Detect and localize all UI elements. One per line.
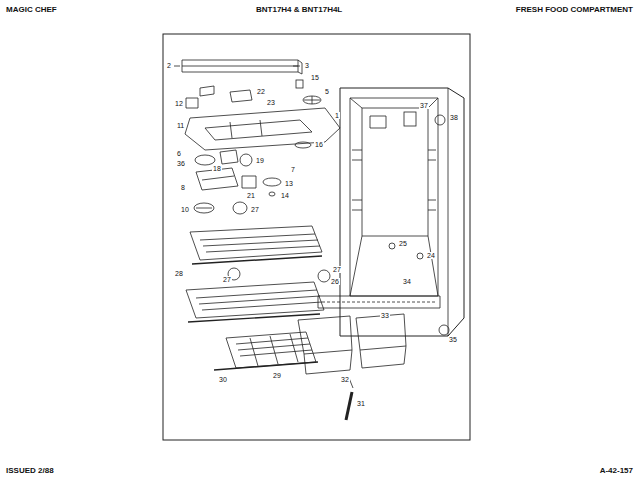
- knob-part: [263, 178, 281, 186]
- crisper-drawer: [298, 316, 352, 354]
- callout-number: 24: [426, 252, 436, 259]
- callout-number: 34: [402, 278, 412, 285]
- callout-number: 36: [176, 160, 186, 167]
- wire-shelf: [186, 282, 324, 318]
- dial-detail: [196, 208, 212, 209]
- callout-number: 16: [314, 141, 324, 148]
- callout-number: 27: [222, 276, 232, 283]
- front-rail: [318, 296, 440, 308]
- callout-number: 1: [334, 112, 340, 119]
- callout-number: 35: [448, 336, 458, 343]
- shelf-rail: [188, 314, 320, 322]
- trim-bar: [182, 60, 298, 72]
- callout-number: 13: [284, 180, 294, 187]
- rail-grille: [322, 302, 436, 303]
- callout-number: 15: [310, 74, 320, 81]
- shelf-rail: [192, 256, 322, 264]
- callout-number: 18: [212, 165, 222, 172]
- header-text: MAGIC CHEF: [5, 6, 58, 14]
- callout-number: 38: [449, 114, 459, 121]
- socket-part: [195, 155, 215, 165]
- drain-tube: [346, 392, 352, 420]
- shelf-ridges: [352, 150, 436, 210]
- callout-number: 31: [356, 400, 366, 407]
- leader-line: [174, 66, 180, 67]
- frame-border: [163, 34, 470, 440]
- callout-number: 8: [180, 184, 186, 191]
- callout-number: 37: [419, 102, 429, 109]
- callout-number: 11: [176, 122, 185, 129]
- bracket-part: [230, 90, 252, 102]
- plug-part: [417, 253, 423, 259]
- callout-number: 23: [266, 99, 276, 106]
- trim-bar-edge: [182, 66, 298, 67]
- knob-detail: [304, 96, 320, 104]
- cap-part: [233, 202, 247, 214]
- cover-rail: [214, 362, 318, 370]
- callout-number: 12: [174, 100, 184, 107]
- wire-shelf: [190, 226, 322, 260]
- crisper-drawer: [356, 314, 406, 350]
- callout-number: 30: [218, 376, 228, 383]
- spacer-part: [295, 142, 311, 148]
- crisper-front: [304, 350, 352, 374]
- housing-ribs: [230, 120, 262, 138]
- dial-part: [194, 203, 214, 213]
- trim-bar-end: [298, 60, 302, 74]
- cabinet-edge: [448, 88, 449, 336]
- light-shield: [370, 116, 386, 128]
- callout-number: 26: [330, 278, 340, 285]
- crisper-front: [360, 346, 406, 368]
- header-text: BNT17H4 & BNT17H4L: [255, 6, 343, 14]
- lamp-bulb: [240, 154, 252, 166]
- cover-grid: [236, 334, 312, 366]
- bracket-part: [186, 98, 198, 108]
- callout-number: 3: [304, 62, 310, 69]
- header-text: ISSUED 2/88: [5, 467, 55, 475]
- leader-line: [293, 66, 300, 67]
- callout-number: 19: [255, 157, 265, 164]
- callout-number: 5: [324, 88, 330, 95]
- callout-number: 10: [180, 206, 190, 213]
- hinge-part: [435, 115, 445, 125]
- relay-part: [242, 176, 256, 188]
- callout-number: 22: [256, 88, 266, 95]
- callout-number: 29: [272, 372, 282, 379]
- cabinet-corners: [350, 98, 438, 296]
- header-text: FRESH FOOD COMPARTMENT: [515, 6, 634, 14]
- plate-part: [404, 112, 416, 126]
- callout-number: 6: [176, 150, 182, 157]
- callout-number: 27: [332, 266, 342, 273]
- clip-part: [296, 80, 303, 88]
- leveler-part: [439, 325, 449, 335]
- callout-number: 14: [280, 192, 290, 199]
- callout-number: 7: [290, 166, 296, 173]
- callout-number: 33: [380, 312, 390, 319]
- callout-number: 27: [250, 206, 260, 213]
- housing-recess: [205, 120, 312, 140]
- callout-number: 32: [340, 376, 350, 383]
- shelf-wires: [196, 290, 322, 310]
- switch-part: [220, 150, 238, 164]
- knob-part: [303, 96, 321, 104]
- plug-part: [389, 243, 395, 249]
- cabinet-shell: [340, 88, 464, 336]
- callout-number: 28: [174, 270, 184, 277]
- callout-number: 2: [166, 62, 172, 69]
- cabinet-back-wall: [362, 108, 428, 236]
- thermostat-edge: [202, 176, 234, 180]
- callout-number: 21: [246, 192, 256, 199]
- screw-part: [269, 192, 275, 196]
- shelf-wires: [200, 234, 320, 252]
- callout-number: 25: [398, 240, 408, 247]
- cabinet-opening: [350, 98, 438, 296]
- header-text: A-42-157: [599, 467, 634, 475]
- shelf-clip: [318, 270, 330, 282]
- bracket-part: [200, 86, 214, 96]
- control-housing: [185, 108, 340, 150]
